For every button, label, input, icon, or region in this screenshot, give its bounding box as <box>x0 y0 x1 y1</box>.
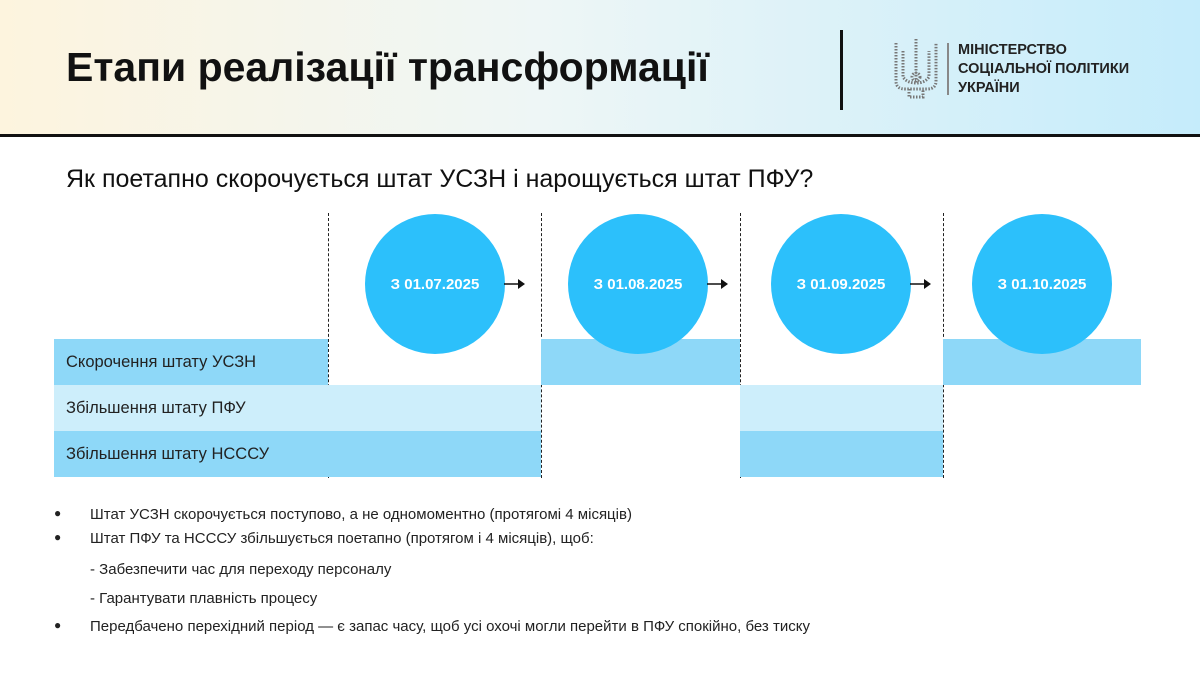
arrow-right-icon <box>707 279 728 289</box>
row-label-nsssu: Збільшення штату НСССУ <box>54 431 328 477</box>
stage-circle-3: З 01.09.2025 <box>771 214 911 354</box>
stage-circle-2: З 01.08.2025 <box>568 214 708 354</box>
stage-divider <box>328 213 329 478</box>
stage-circle-1: З 01.07.2025 <box>365 214 505 354</box>
stage-divider <box>740 213 741 478</box>
row-label-pfu: Збільшення штату ПФУ <box>54 385 328 431</box>
subtitle: Як поетапно скорочується штат УСЗН і нар… <box>66 165 814 193</box>
bar-pfu-stage-3 <box>740 385 943 431</box>
bar-pfu-stage-1 <box>328 385 541 431</box>
header: Етапи реалізації трансформації МІНІСТЕРС… <box>0 0 1200 137</box>
arrow-right-icon <box>504 279 525 289</box>
bar-nsssu-stage-3 <box>740 431 943 477</box>
bar-nsssu-stage-1 <box>328 431 541 477</box>
trident-emblem-icon <box>894 39 938 99</box>
page-title: Етапи реалізації трансформації <box>66 44 709 90</box>
divider <box>840 30 843 110</box>
stage-circle-4: З 01.10.2025 <box>972 214 1112 354</box>
ministry-logo-text: МІНІСТЕРСТВО СОЦІАЛЬНОЇ ПОЛІТИКИ УКРАЇНИ <box>947 41 1129 98</box>
arrow-right-icon <box>910 279 931 289</box>
row-label-usszn: Скорочення штату УСЗН <box>54 339 328 385</box>
